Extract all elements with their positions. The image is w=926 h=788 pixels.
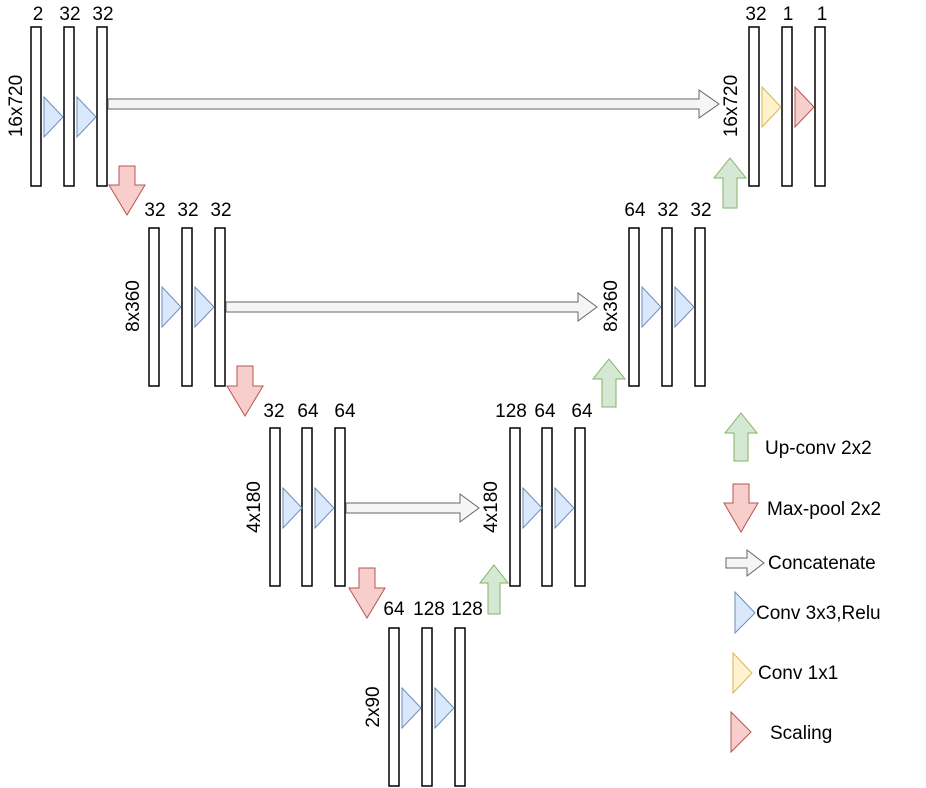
channel-label: 128 (495, 401, 527, 422)
legend-upconv-label: Up-conv 2x2 (765, 438, 872, 459)
conv3x3-icon (314, 486, 335, 530)
channel-label: 32 (144, 200, 165, 221)
level1-encoder: 2 32 32 16x720 (6, 4, 114, 187)
feature-map-block (334, 427, 346, 587)
channel-label: 64 (624, 200, 646, 221)
legend-upconv-icon (723, 412, 759, 462)
level3-decoder: 128 64 64 4x180 (481, 401, 593, 587)
channel-label: 64 (383, 599, 405, 620)
conv3x3-icon (282, 486, 303, 530)
feature-map-block (63, 26, 75, 187)
channel-label: 128 (451, 599, 483, 620)
upconv-arrow-icon (478, 564, 510, 615)
size-label: 4x180 (244, 481, 265, 533)
conv3x3-icon (76, 95, 97, 139)
concat-arrow-icon (225, 292, 598, 322)
upconv-arrow-icon (712, 157, 748, 209)
channel-label: 1 (817, 4, 828, 25)
feature-map-block (301, 427, 313, 587)
legend-concat-icon (725, 548, 765, 578)
channel-label: 64 (534, 401, 556, 422)
channel-label: 32 (210, 200, 231, 221)
channel-label: 2 (33, 4, 44, 25)
feature-map-block (181, 227, 193, 387)
channel-label: 32 (263, 401, 284, 422)
conv3x3-icon (434, 686, 455, 730)
size-label: 16x720 (721, 75, 742, 137)
legend-maxpool-icon (723, 483, 759, 533)
channel-label: 64 (297, 401, 319, 422)
feature-map-block (269, 427, 281, 587)
size-label: 2x90 (363, 686, 384, 727)
conv3x3-icon (194, 285, 215, 329)
feature-map-block (574, 427, 586, 587)
level1-decoder: 32 1 1 16x720 (721, 4, 828, 187)
legend: Up-conv 2x2 Max-pool 2x2 Concatenate Con… (723, 412, 881, 754)
conv3x3-icon (161, 285, 182, 329)
channel-label: 64 (571, 401, 593, 422)
size-label: 8x360 (123, 280, 144, 332)
conv3x3-icon (522, 486, 543, 530)
conv3x3-icon (554, 486, 575, 530)
level3-encoder: 32 64 64 4x180 (244, 401, 356, 587)
legend-conv1x1-icon (732, 651, 753, 695)
channel-label: 32 (690, 200, 711, 221)
feature-map-block (748, 26, 760, 187)
legend-concat-label: Concatenate (768, 553, 876, 574)
legend-scaling-icon (730, 710, 752, 754)
channel-label: 128 (413, 599, 445, 620)
feature-map-block (781, 26, 793, 187)
feature-map-block (454, 627, 466, 787)
conv3x3-icon (43, 95, 64, 139)
concat-arrow-icon (107, 89, 720, 119)
upconv-arrow-icon (591, 358, 627, 408)
channel-label: 32 (92, 4, 113, 25)
feature-map-block (96, 26, 108, 187)
feature-map-block (30, 26, 42, 187)
maxpool-arrow-icon (348, 567, 386, 619)
channel-label: 32 (177, 200, 198, 221)
legend-conv3x3-label: Conv 3x3,Relu (756, 603, 881, 624)
legend-conv3x3-icon (734, 590, 756, 635)
conv3x3-icon (401, 686, 422, 730)
conv1x1-icon (761, 85, 782, 129)
size-label: 4x180 (481, 481, 502, 533)
maxpool-arrow-icon (108, 165, 146, 216)
legend-conv1x1-label: Conv 1x1 (758, 663, 838, 684)
level2-encoder: 32 32 32 8x360 (123, 200, 232, 387)
feature-map-block (814, 26, 826, 187)
channel-label: 1 (783, 4, 794, 25)
legend-maxpool-label: Max-pool 2x2 (767, 499, 881, 520)
channel-label: 32 (59, 4, 80, 25)
feature-map-block (628, 227, 640, 387)
legend-scaling-label: Scaling (770, 723, 832, 744)
conv3x3-icon (674, 285, 695, 329)
maxpool-arrow-icon (226, 365, 264, 417)
feature-map-block (148, 227, 160, 387)
channel-label: 32 (745, 4, 766, 25)
conv3x3-icon (641, 285, 662, 329)
feature-map-block (214, 227, 226, 387)
feature-map-block (509, 427, 521, 587)
size-label: 16x720 (6, 75, 27, 137)
size-label: 8x360 (601, 280, 622, 332)
feature-map-block (421, 627, 433, 787)
concat-arrow-icon (345, 493, 480, 523)
bottleneck: 64 128 128 2x90 (363, 599, 483, 787)
feature-map-block (694, 227, 706, 387)
feature-map-block (661, 227, 673, 387)
scaling-icon (794, 85, 815, 129)
feature-map-block (541, 427, 553, 587)
channel-label: 32 (657, 200, 678, 221)
level2-decoder: 64 32 32 8x360 (601, 200, 712, 387)
channel-label: 64 (334, 401, 356, 422)
feature-map-block (388, 627, 400, 787)
